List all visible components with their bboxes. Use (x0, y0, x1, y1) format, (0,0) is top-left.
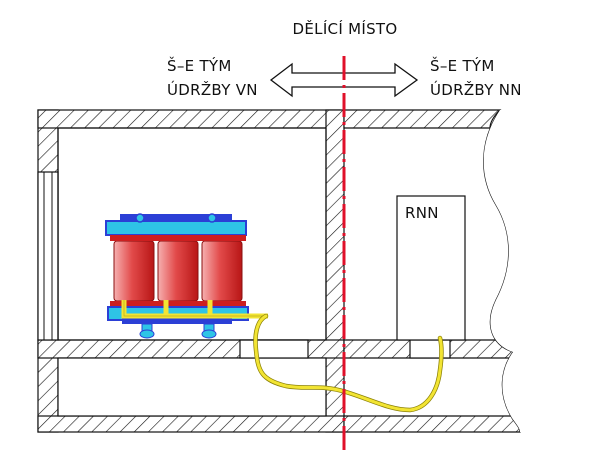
lv-cable (253, 313, 444, 413)
transformer-top-yoke (105, 220, 247, 236)
rnn-label: RNN (405, 204, 439, 222)
dividing-point-label: DĚLÍCÍ MÍSTO (293, 19, 398, 38)
hv-team-label-line2: ÚDRŽBY VN (167, 80, 258, 99)
lifting-lug (135, 213, 145, 223)
lv-ceiling (343, 109, 502, 129)
transformer-coil (201, 240, 243, 302)
transformer-wheel (201, 323, 217, 339)
hv-floor-opening (239, 339, 309, 359)
lifting-lug (207, 213, 217, 223)
lv-room: RNN (343, 100, 604, 433)
rnn-cabinet (396, 195, 466, 341)
lv-team-label-line2: ÚDRŽBY NN (430, 80, 522, 99)
hv-team-label-line1: Š–E TÝM (167, 56, 232, 75)
transformer-coil (113, 240, 155, 302)
lv-floor-opening (409, 339, 451, 359)
transformer-coil (157, 240, 199, 302)
lv-team-label-line1: Š–E TÝM (430, 56, 495, 75)
hv-ceiling (37, 109, 341, 129)
transformer-wheel (139, 323, 155, 339)
lv-bottom-slab (343, 415, 521, 433)
side-door (37, 171, 59, 341)
transformer (105, 213, 268, 339)
hv-bottom-slab (37, 415, 345, 433)
hv-room-interior (57, 127, 327, 341)
partition-wall (325, 109, 345, 433)
